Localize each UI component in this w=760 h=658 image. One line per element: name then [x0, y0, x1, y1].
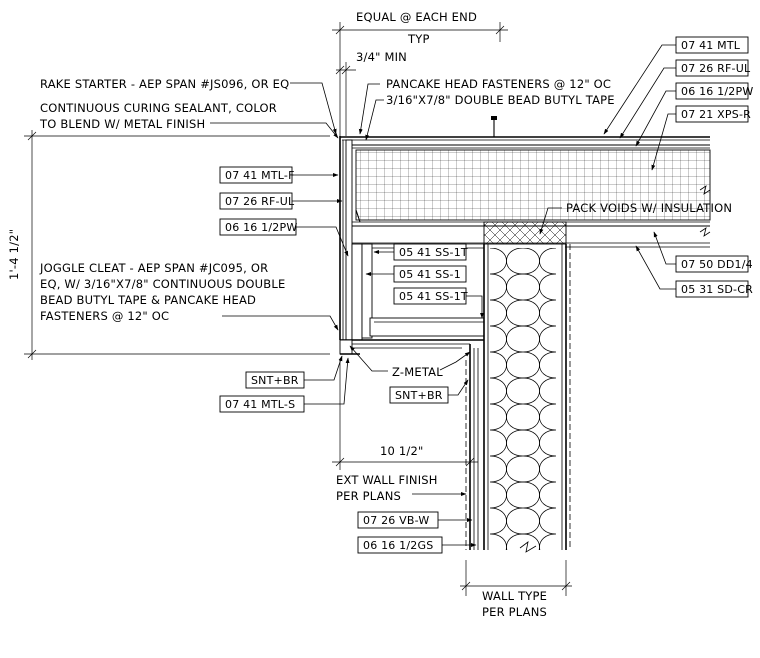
- note-joggle-1: JOGGLE CLEAT - AEP SPAN #JC095, OR: [39, 261, 268, 275]
- tag-center-1: 05 41 SS-1T: [373, 243, 468, 261]
- tag-right-3: 06 16 1/2PW: [635, 82, 753, 147]
- dim-height: 1'-4 1/2": [7, 229, 21, 280]
- note-wall-type-2: PER PLANS: [482, 605, 547, 619]
- spec-tags: 07 41 MTL 07 26 RF-UL 06 16 1/2PW 07 21 …: [219, 36, 753, 554]
- dimension-lines: [24, 22, 572, 596]
- dim-width: 10 1/2": [380, 444, 424, 458]
- tag-bottom-left-2: 07 41 MTL-S: [219, 357, 350, 413]
- tag-center-2: 05 41 SS-1: [365, 265, 467, 283]
- note-sealant-2: TO BLEND W/ METAL FINISH: [39, 117, 205, 131]
- tag-right-2: 07 26 RF-UL: [619, 59, 751, 139]
- svg-text:05 31 SD-CR: 05 31 SD-CR: [681, 283, 753, 296]
- svg-text:07 41 MTL-F: 07 41 MTL-F: [225, 169, 295, 182]
- note-joggle-3: BEAD BUTYL TAPE & PANCAKE HEAD: [40, 293, 256, 307]
- tag-wall-1: 07 26 VB-W: [357, 511, 473, 529]
- leader-lines: [210, 82, 562, 496]
- note-joggle-2: EQ, W/ 3/16"X7/8" CONTINUOUS DOUBLE: [40, 277, 285, 291]
- note-wall-type-1: WALL TYPE: [482, 589, 547, 603]
- svg-text:07 41 MTL: 07 41 MTL: [681, 39, 741, 52]
- tag-bottom-left-1: SNT+BR: [245, 355, 343, 389]
- svg-text:06 16 1/2PW: 06 16 1/2PW: [681, 85, 753, 98]
- note-rake-starter: RAKE STARTER - AEP SPAN #JS096, OR EQ: [40, 77, 289, 91]
- svg-text:06 16 1/2PW: 06 16 1/2PW: [225, 221, 297, 234]
- tag-right-4: 07 21 XPS-R: [651, 105, 751, 171]
- svg-text:SNT+BR: SNT+BR: [251, 374, 299, 387]
- tag-right-5: 07 50 DD1/4: [653, 231, 753, 273]
- tag-left-2: 07 26 RF-UL: [219, 192, 343, 210]
- svg-text:05 41 SS-1T: 05 41 SS-1T: [399, 246, 468, 259]
- tag-wall-2: 06 16 1/2GS: [357, 536, 477, 554]
- note-ext-wall-2: PER PLANS: [336, 489, 401, 503]
- note-sealant-1: CONTINUOUS CURING SEALANT, COLOR: [40, 101, 277, 115]
- svg-text:07 41 MTL-S: 07 41 MTL-S: [225, 398, 295, 411]
- note-z-metal: Z-METAL: [392, 365, 443, 379]
- svg-text:07 21 XPS-R: 07 21 XPS-R: [681, 108, 751, 121]
- svg-text:05 41 SS-1: 05 41 SS-1: [399, 268, 461, 281]
- note-ext-wall-1: EXT WALL FINISH: [336, 473, 438, 487]
- svg-text:SNT+BR: SNT+BR: [395, 389, 443, 402]
- tag-center-3: 05 41 SS-1T: [393, 287, 484, 319]
- fastener-icons: [355, 116, 497, 223]
- svg-text:07 50 DD1/4: 07 50 DD1/4: [681, 258, 753, 271]
- dim-typ: TYP: [407, 32, 430, 46]
- svg-text:07 26 VB-W: 07 26 VB-W: [363, 514, 429, 527]
- roof-assembly: [340, 136, 711, 248]
- svg-text:06 16 1/2GS: 06 16 1/2GS: [363, 539, 433, 552]
- wall-assembly: [465, 221, 571, 553]
- dim-equal-each-end: EQUAL @ EACH END: [356, 10, 477, 24]
- dim-3-4-min: 3/4" MIN: [356, 50, 407, 64]
- dimension-labels: EQUAL @ EACH END TYP 3/4" MIN 1'-4 1/2" …: [7, 10, 477, 458]
- svg-text:05 41 SS-1T: 05 41 SS-1T: [399, 290, 468, 303]
- tag-right-6: 05 31 SD-CR: [635, 245, 753, 298]
- svg-text:07 26 RF-UL: 07 26 RF-UL: [225, 195, 295, 208]
- note-joggle-4: FASTENERS @ 12" OC: [40, 309, 169, 323]
- tag-left-1: 07 41 MTL-F: [219, 166, 339, 184]
- tag-right-1: 07 41 MTL: [603, 36, 749, 135]
- note-butyl-tape: 3/16"X7/8" DOUBLE BEAD BUTYL TAPE: [386, 93, 615, 107]
- tag-left-3: 06 16 1/2PW: [219, 218, 349, 257]
- note-pancake: PANCAKE HEAD FASTENERS @ 12" OC: [386, 77, 611, 91]
- note-pack-voids: PACK VOIDS W/ INSULATION: [566, 201, 732, 215]
- notes: RAKE STARTER - AEP SPAN #JS096, OR EQ CO…: [39, 77, 732, 619]
- tag-zmetal: SNT+BR: [389, 379, 469, 404]
- svg-text:07 26 RF-UL: 07 26 RF-UL: [681, 62, 751, 75]
